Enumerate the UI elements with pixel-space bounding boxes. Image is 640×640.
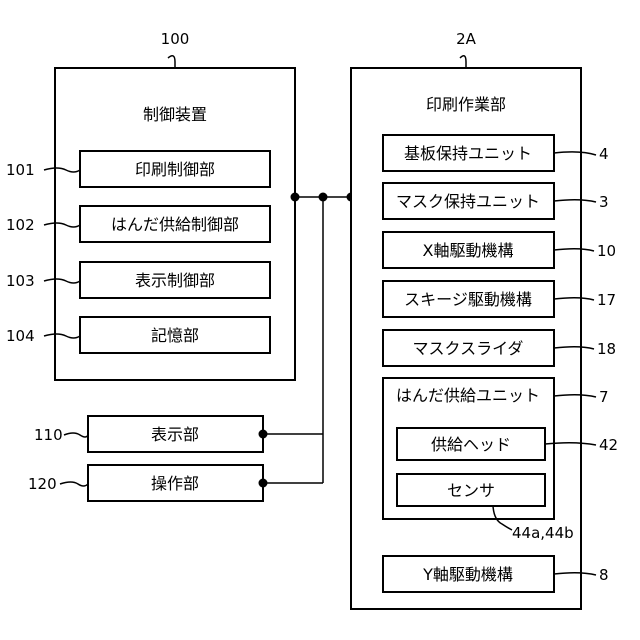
- board-holding-unit-label: 基板保持ユニット: [404, 144, 532, 163]
- ref-102: 102: [6, 216, 35, 234]
- ref-3: 3: [599, 193, 609, 211]
- ref-4: 4: [599, 145, 609, 163]
- ref-103: 103: [6, 272, 35, 290]
- x-axis-drive-label: X軸駆動機構: [423, 241, 514, 260]
- ref-101: 101: [6, 161, 35, 179]
- ref-44a-44b: 44a,44b: [512, 524, 574, 542]
- controller-title: 制御装置: [143, 105, 207, 124]
- y-axis-drive-label: Y軸駆動機構: [422, 565, 513, 584]
- ref-104: 104: [6, 327, 35, 345]
- supply-head-label: 供給ヘッド: [431, 435, 511, 454]
- sensor-label: センサ: [447, 481, 495, 500]
- memory-label: 記憶部: [151, 326, 199, 345]
- ref-18: 18: [597, 340, 616, 358]
- ref-120-leader: [60, 482, 88, 486]
- mask-slider-label: マスクスライダ: [413, 339, 524, 358]
- display-control-label: 表示制御部: [135, 271, 215, 290]
- ref-100-leader: [168, 56, 175, 68]
- ref-2A-leader: [460, 56, 466, 68]
- printer-title: 印刷作業部: [426, 95, 506, 114]
- solder-supply-unit-label: はんだ供給ユニット: [396, 386, 540, 405]
- ref-110: 110: [34, 426, 63, 444]
- operation-unit-label: 操作部: [151, 474, 199, 493]
- ref-17: 17: [597, 291, 616, 309]
- junction-dot: [319, 193, 328, 202]
- junction-dot: [259, 430, 268, 439]
- display-unit-label: 表示部: [151, 425, 199, 444]
- ref-42: 42: [599, 436, 618, 454]
- ref-7: 7: [599, 388, 609, 406]
- print-control-label: 印刷制御部: [135, 160, 215, 179]
- junction-dot: [259, 479, 268, 488]
- solder-control-label: はんだ供給制御部: [111, 215, 239, 234]
- ref-120: 120: [28, 475, 57, 493]
- squeegee-drive-label: スキージ駆動機構: [404, 290, 532, 309]
- ref-110-leader: [64, 433, 88, 437]
- mask-holding-unit-label: マスク保持ユニット: [396, 192, 540, 211]
- ref-10: 10: [597, 242, 616, 260]
- junction-dot: [291, 193, 300, 202]
- ref-8: 8: [599, 566, 609, 584]
- ref-100: 100: [161, 30, 190, 48]
- ref-2A: 2A: [456, 30, 477, 48]
